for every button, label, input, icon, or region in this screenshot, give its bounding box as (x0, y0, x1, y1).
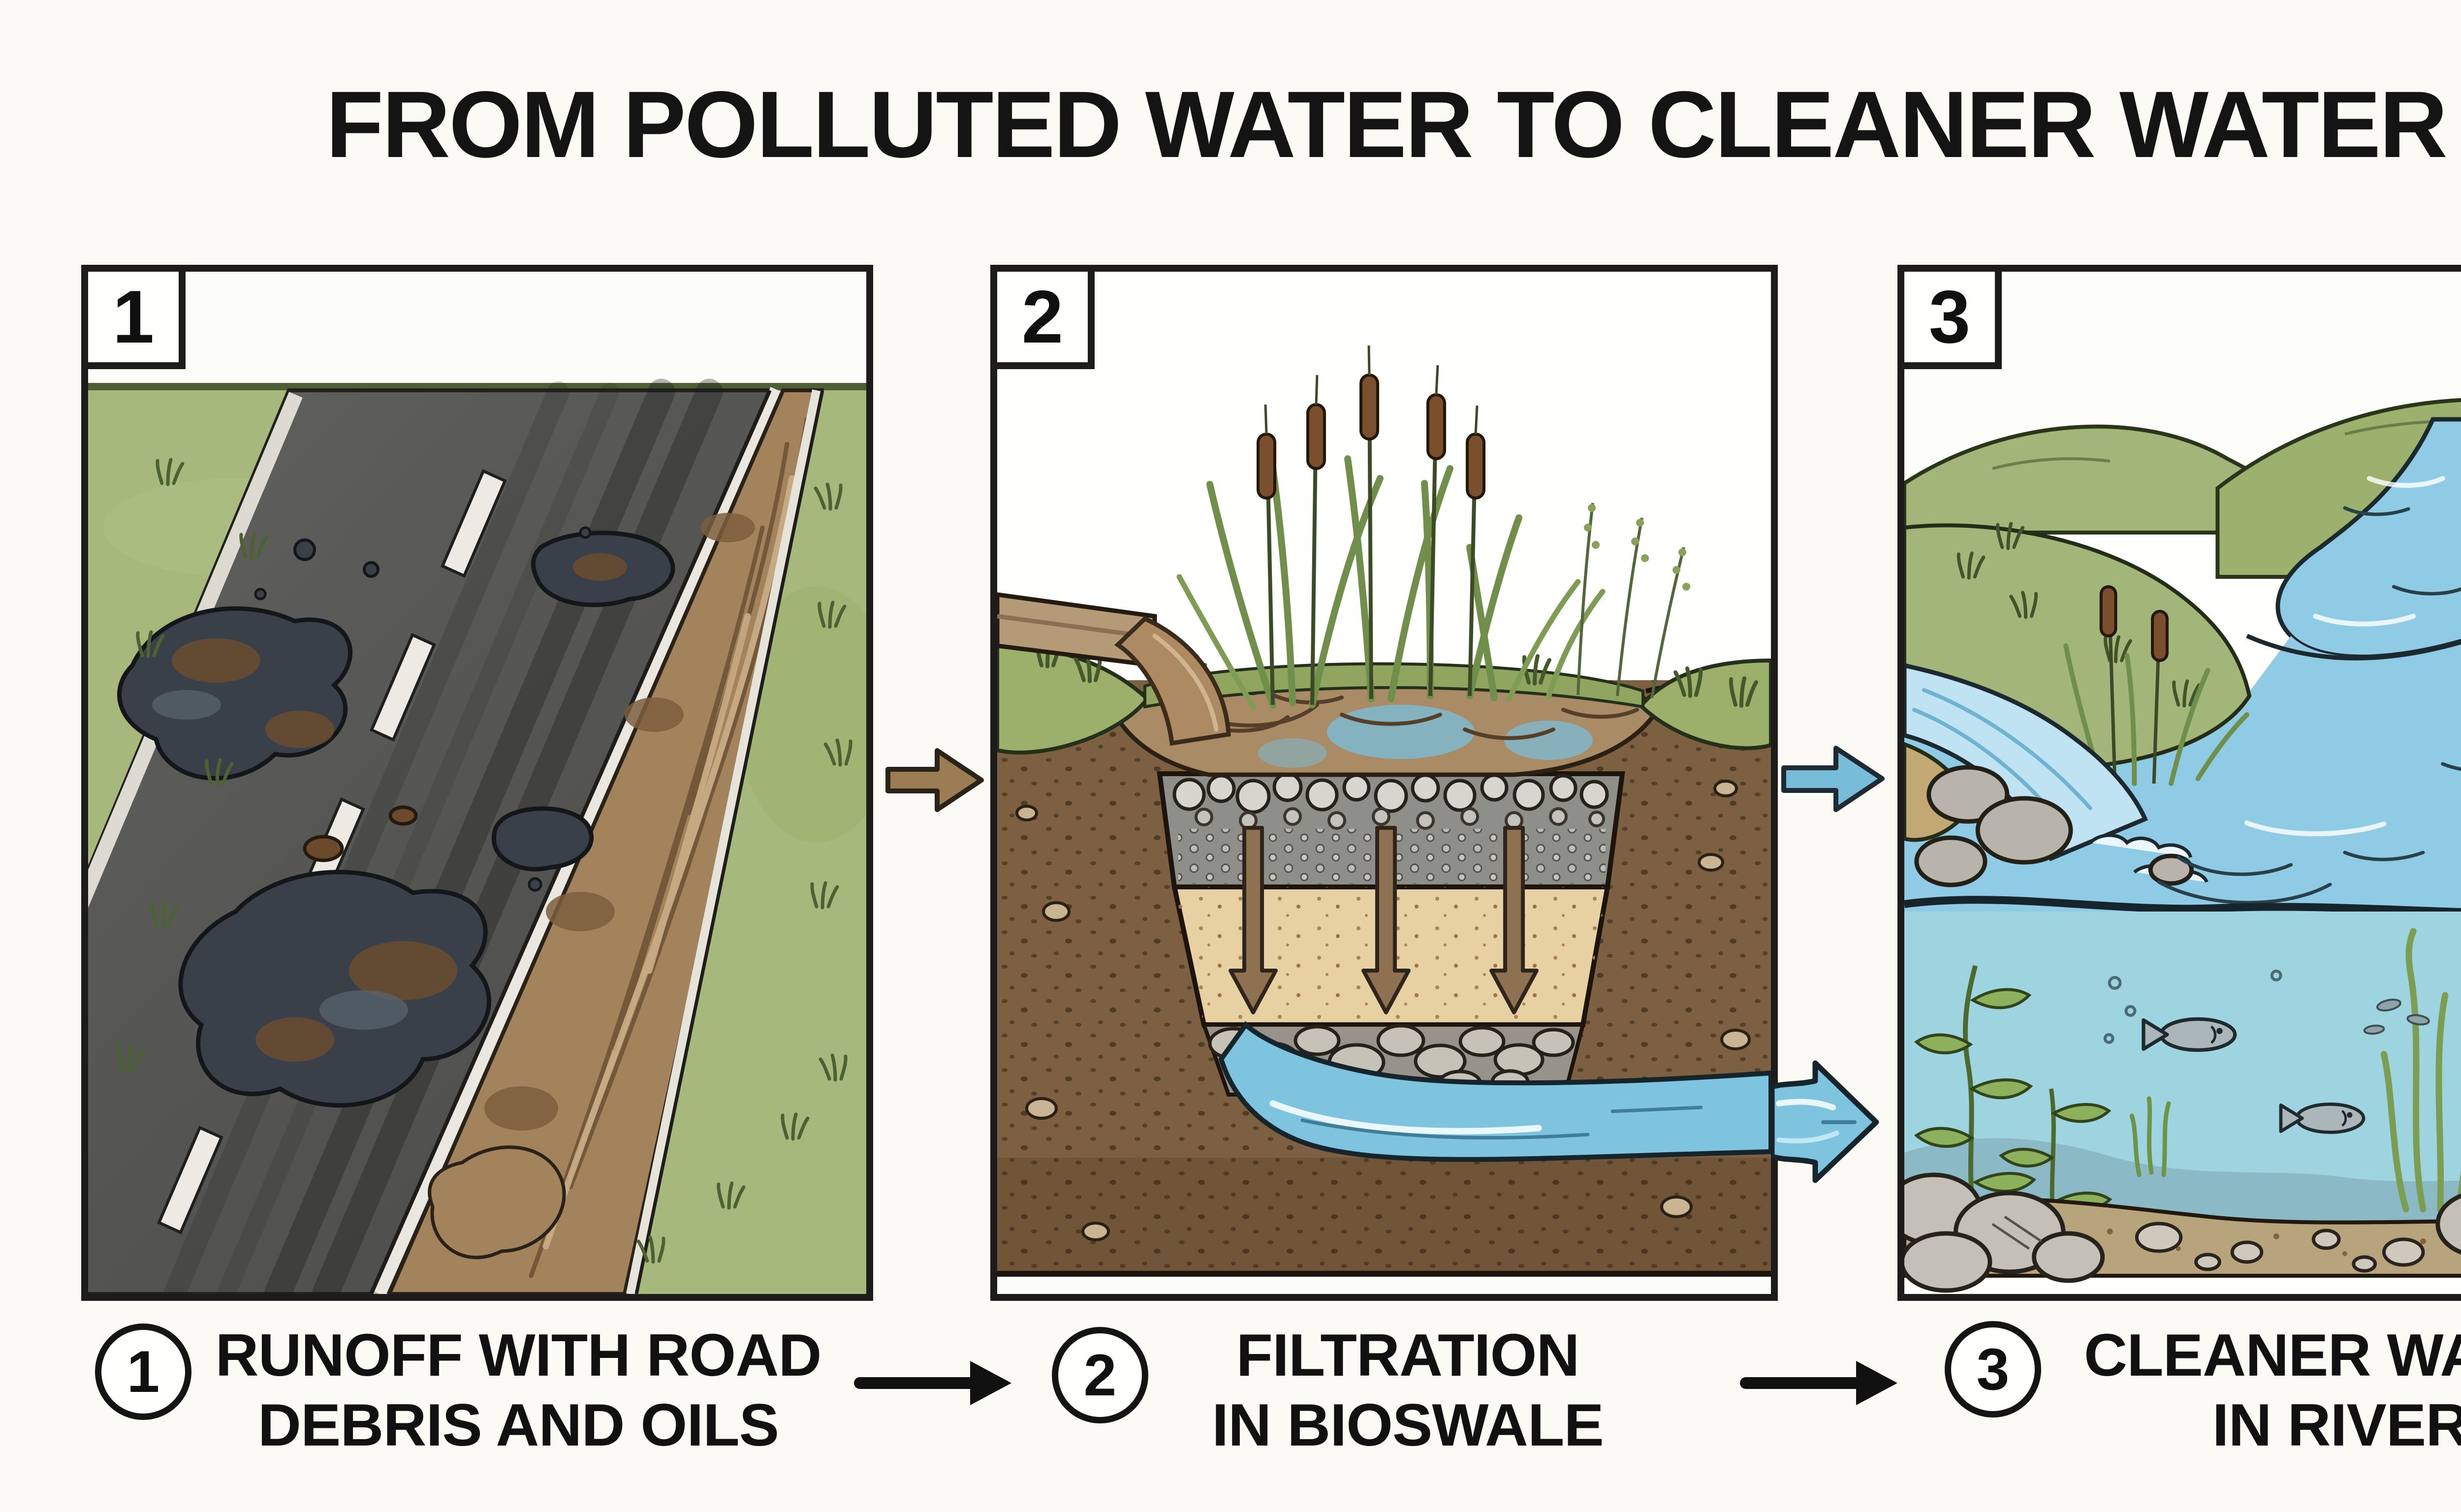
outflow-water (1218, 1021, 1771, 1162)
road-runoff-illustration (88, 272, 866, 1294)
clean-flow-arrow-icon (1781, 746, 1885, 812)
cattail-icon (1306, 403, 1326, 470)
oil-puddle-icon (491, 806, 594, 872)
cattail-icon (1466, 433, 1485, 500)
cattails (2063, 585, 2249, 786)
muddy-inflow-water (1114, 616, 1231, 746)
cattail-icon (2151, 610, 2169, 662)
vegetation (1176, 345, 1690, 710)
rock-icon (1904, 1231, 1992, 1293)
riverbed-specks (2107, 1228, 2426, 1256)
cattail-icon (2099, 585, 2117, 637)
step-circle: 1 (95, 1323, 191, 1420)
step-caption-line: CLEANER WATER (2083, 1322, 2461, 1388)
step-number: 3 (1976, 1336, 2010, 1402)
rock-icon (1975, 796, 2073, 865)
rock-icon (2032, 1231, 2105, 1283)
panel-number-badge: 2 (990, 265, 1095, 369)
panel-bioswale-filtration: 2 (990, 265, 1778, 1301)
step-caption-line: RUNOFF WITH ROAD (215, 1322, 822, 1388)
oil-puddle-icon (178, 870, 491, 1108)
road-shoulder-line (88, 392, 303, 908)
water-surface-line (1904, 896, 2461, 916)
river-ripples (2157, 476, 2461, 905)
step-caption-line: DEBRIS AND OILS (257, 1391, 779, 1458)
panel-cleaner-river: 3 (1897, 265, 2461, 1301)
filtered-outflow-arrow-icon (1772, 1060, 1879, 1183)
percolation-arrows (1229, 826, 1539, 1014)
step-circle: 3 (1945, 1321, 2041, 1418)
muddy-gutter (387, 388, 824, 1294)
minnows (2363, 999, 2430, 1035)
cattails (1257, 345, 1485, 705)
percolation-arrow-icon (1489, 826, 1539, 1014)
bubbles (2103, 970, 2282, 1044)
panel-number: 2 (1021, 275, 1064, 359)
seaweed-icon (2129, 1096, 2171, 1177)
left-rocks (1914, 765, 2194, 887)
rock-icon (1914, 835, 1988, 887)
page-title: FROM POLLUTED WATER TO CLEANER WATER (326, 71, 2448, 177)
step-number: 2 (1083, 1342, 1117, 1408)
step-caption: CLEANER WATER IN RIVER (2045, 1320, 2461, 1460)
underwater (1904, 912, 2461, 1293)
river-illustration (1904, 272, 2461, 1293)
step-arrow-icon (854, 1361, 1011, 1405)
cattail-icon (1426, 393, 1446, 460)
cattail-icon (1257, 433, 1276, 500)
bioswale-illustration (997, 345, 1771, 1294)
rock-icon (2435, 1193, 2461, 1255)
rock-piles (1904, 1172, 2461, 1293)
step-caption-line: IN RIVER (2212, 1391, 2461, 1458)
panel-number: 1 (112, 275, 155, 359)
step-caption: FILTRATION IN BIOSWALE (1186, 1320, 1629, 1460)
step-caption: RUNOFF WITH ROAD DEBRIS AND OILS (203, 1320, 833, 1460)
mud-splash (428, 1145, 566, 1260)
cattail-icon (1359, 374, 1379, 441)
step-caption-line: IN BIOSWALE (1212, 1391, 1604, 1458)
step-number: 1 (126, 1339, 160, 1405)
runoff-flow-arrow-icon (885, 748, 984, 812)
percolation-arrow-icon (1361, 826, 1411, 1014)
oil-puddles (117, 526, 675, 1108)
percolation-arrow-icon (1229, 826, 1278, 1014)
seaweed-icon (2380, 928, 2461, 1213)
panel-road-runoff: 1 (81, 265, 873, 1301)
road-debris (303, 805, 418, 862)
step-circle: 2 (1052, 1327, 1148, 1423)
rock-icon (2148, 853, 2194, 886)
step-arrow-icon (1740, 1361, 1897, 1405)
panel-number-badge: 1 (81, 265, 186, 369)
step-caption-line: FILTRATION (1236, 1322, 1580, 1388)
sky (88, 272, 866, 383)
pebbles (2135, 1222, 2425, 1273)
panel-number: 3 (1928, 275, 1971, 359)
seed-heads (1584, 504, 1690, 591)
panel-number-badge: 3 (1897, 265, 2002, 369)
